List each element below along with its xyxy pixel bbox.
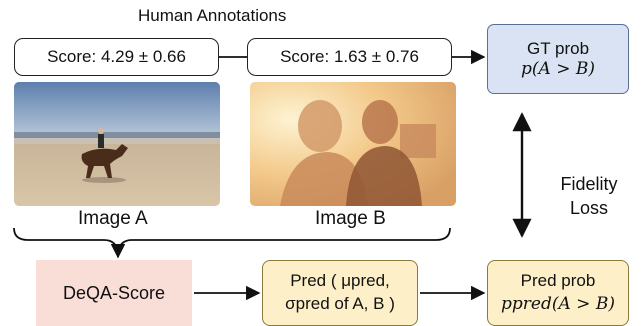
gt-prob-box: GT prob p(A > B) [487,24,629,94]
pred-line2: σpred of A, B ) [285,294,395,313]
fidelity-loss-label: Fidelity Loss [546,172,632,221]
fidelity-line2: Loss [569,198,609,219]
human-annotations-title: Human Annotations [138,6,287,25]
image-b-overexposed-room [250,82,456,206]
pred-line1: Pred ( μpred, [290,271,390,291]
score-box-a: Score: 4.29 ± 0.66 [14,38,219,76]
fidelity-line1: Fidelity [560,174,618,194]
gt-prob-formula: p(A > B) [521,59,595,79]
pred-prob-box: Pred prob ppred(A > B) [487,260,629,326]
pred-box: Pred ( μpred, σpred of A, B ) [262,260,418,326]
deqa-score-box: DeQA-Score [36,260,192,326]
score-box-b: Score: 1.63 ± 0.76 [247,38,452,76]
image-brace [13,227,451,253]
gt-prob-label: GT prob [526,38,590,58]
pred-prob-label: Pred prob [520,271,596,291]
image-a-label: Image A [78,208,148,229]
pred-prob-formula: ppred(A > B) [501,294,615,314]
image-b-label: Image B [315,208,386,229]
image-a-beach-horse [14,82,220,206]
